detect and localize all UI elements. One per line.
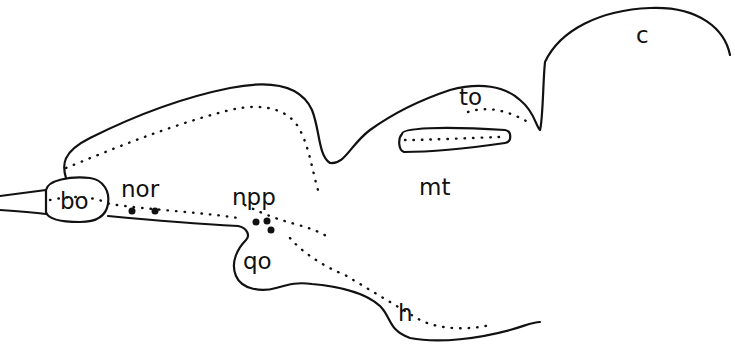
part-label: c bbox=[636, 24, 649, 47]
part-label: bo bbox=[60, 190, 89, 213]
part-label: to bbox=[459, 86, 482, 109]
part-label: nor bbox=[121, 178, 159, 201]
part-label: qo bbox=[243, 250, 272, 273]
part-label: h bbox=[398, 302, 413, 325]
part-label: mt bbox=[419, 176, 450, 199]
part-label: npp bbox=[232, 186, 276, 209]
